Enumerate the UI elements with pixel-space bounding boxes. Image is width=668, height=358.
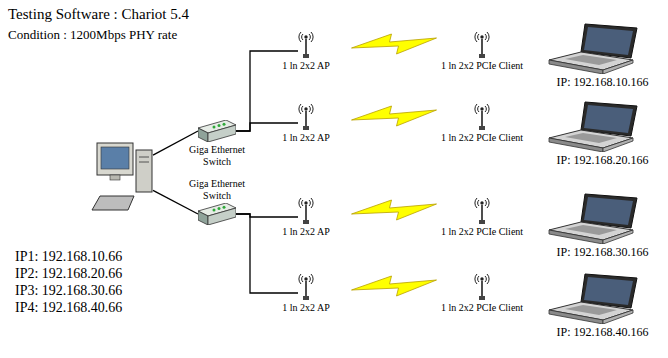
device-label: 1 ln 2x2 AP (282, 60, 330, 72)
wireless-link (352, 200, 437, 220)
label-group: IP: 192.168.10.166 (556, 76, 648, 90)
access-point-node: 1 ln 2x2 AP (298, 30, 314, 58)
antenna-icon (299, 198, 313, 224)
label-group: IP: 192.168.40.166 (556, 326, 648, 340)
ip-address: IP4: 192.168.40.66 (15, 299, 122, 316)
label-group: IP1: 192.168.10.66IP2: 192.168.20.66IP3:… (15, 248, 122, 316)
tower (136, 150, 152, 192)
ethernet-switch-node: Giga Ethernet Switch (198, 120, 236, 142)
label-group: 1 ln 2x2 AP (282, 132, 330, 144)
label-group: Giga Ethernet Switch (185, 178, 249, 201)
device-label: 1 ln 2x2 PCIe Client (441, 132, 523, 144)
device-label: IP: 192.168.40.166 (556, 326, 648, 340)
monitor (97, 143, 133, 175)
wireless-link (352, 34, 437, 54)
label-group: Giga Ethernet Switch (185, 144, 249, 167)
laptop-icon (549, 194, 637, 244)
wireless-link (352, 276, 437, 296)
device-label: Giga Ethernet Switch (185, 178, 249, 201)
caption-text: Condition : 1200Mbps PHY rate (8, 27, 177, 43)
ethernet-cable (236, 214, 298, 293)
pcie-client-node: 1 ln 2x2 PCIe Client (474, 196, 490, 224)
antenna-icon (475, 104, 489, 130)
laptop-node: IP: 192.168.20.166 (545, 100, 640, 152)
antenna-icon (475, 274, 489, 300)
access-point-node: 1 ln 2x2 AP (298, 102, 314, 130)
label-group: 1 ln 2x2 AP (282, 302, 330, 314)
monitor-stand (110, 175, 120, 180)
laptop-node: IP: 192.168.40.166 (545, 272, 640, 324)
label-group: 1 ln 2x2 AP (282, 60, 330, 72)
switch-icon (198, 120, 236, 142)
antenna-icon (475, 32, 489, 58)
pcie-client-node: 1 ln 2x2 PCIe Client (474, 102, 490, 130)
label-group: 1 ln 2x2 PCIe Client (441, 132, 523, 144)
label-group: IP: 192.168.30.166 (556, 246, 648, 260)
ethernet-cable (153, 190, 198, 214)
caption-text: Testing Software : Chariot 5.4 (8, 6, 189, 23)
label-group: 1 ln 2x2 PCIe Client (441, 226, 523, 238)
computer-node: IP1: 192.168.10.66IP2: 192.168.20.66IP3:… (95, 140, 153, 212)
pcie-client-node: 1 ln 2x2 PCIe Client (474, 30, 490, 58)
drive-slot (139, 157, 149, 158)
pcie-client-node: 1 ln 2x2 PCIe Client (474, 272, 490, 300)
screen (101, 147, 129, 169)
antenna-icon (299, 274, 313, 300)
access-point-node: 1 ln 2x2 AP (298, 272, 314, 300)
device-label: 1 ln 2x2 PCIe Client (441, 60, 523, 72)
ip-address: IP2: 192.168.20.66 (15, 265, 122, 282)
keyboard (92, 196, 134, 210)
device-label: 1 ln 2x2 PCIe Client (441, 226, 523, 238)
ethernet-cable (236, 123, 298, 131)
laptop-node: IP: 192.168.10.166 (545, 22, 640, 74)
ip-address: IP3: 192.168.30.66 (15, 282, 122, 299)
laptop-node: IP: 192.168.30.166 (545, 192, 640, 244)
label-group: 1 ln 2x2 PCIe Client (441, 60, 523, 72)
device-label: Giga Ethernet Switch (185, 144, 249, 167)
ethernet-switch-node: Giga Ethernet Switch (198, 203, 236, 225)
label-group: 1 ln 2x2 AP (282, 226, 330, 238)
antenna-icon (475, 198, 489, 224)
device-label: IP: 192.168.20.166 (556, 154, 648, 168)
antenna-icon (299, 32, 313, 58)
device-label: 1 ln 2x2 AP (282, 132, 330, 144)
computer-icon (92, 143, 152, 210)
device-label: 1 ln 2x2 AP (282, 302, 330, 314)
label-group: IP: 192.168.20.166 (556, 154, 648, 168)
laptop-icon (549, 102, 637, 152)
device-label: IP: 192.168.10.166 (556, 76, 648, 90)
drive-slot (139, 162, 149, 163)
device-label: 1 ln 2x2 AP (282, 226, 330, 238)
antenna-icon (299, 104, 313, 130)
access-point-node: 1 ln 2x2 AP (298, 196, 314, 224)
laptop-icon (549, 274, 637, 324)
label-group: 1 ln 2x2 PCIe Client (441, 302, 523, 314)
laptop-icon (549, 24, 637, 74)
ip-address: IP1: 192.168.10.66 (15, 248, 122, 265)
device-label: IP: 192.168.30.166 (556, 246, 648, 260)
wireless-link (352, 106, 437, 126)
device-label: 1 ln 2x2 PCIe Client (441, 302, 523, 314)
switch-icon (198, 203, 236, 225)
